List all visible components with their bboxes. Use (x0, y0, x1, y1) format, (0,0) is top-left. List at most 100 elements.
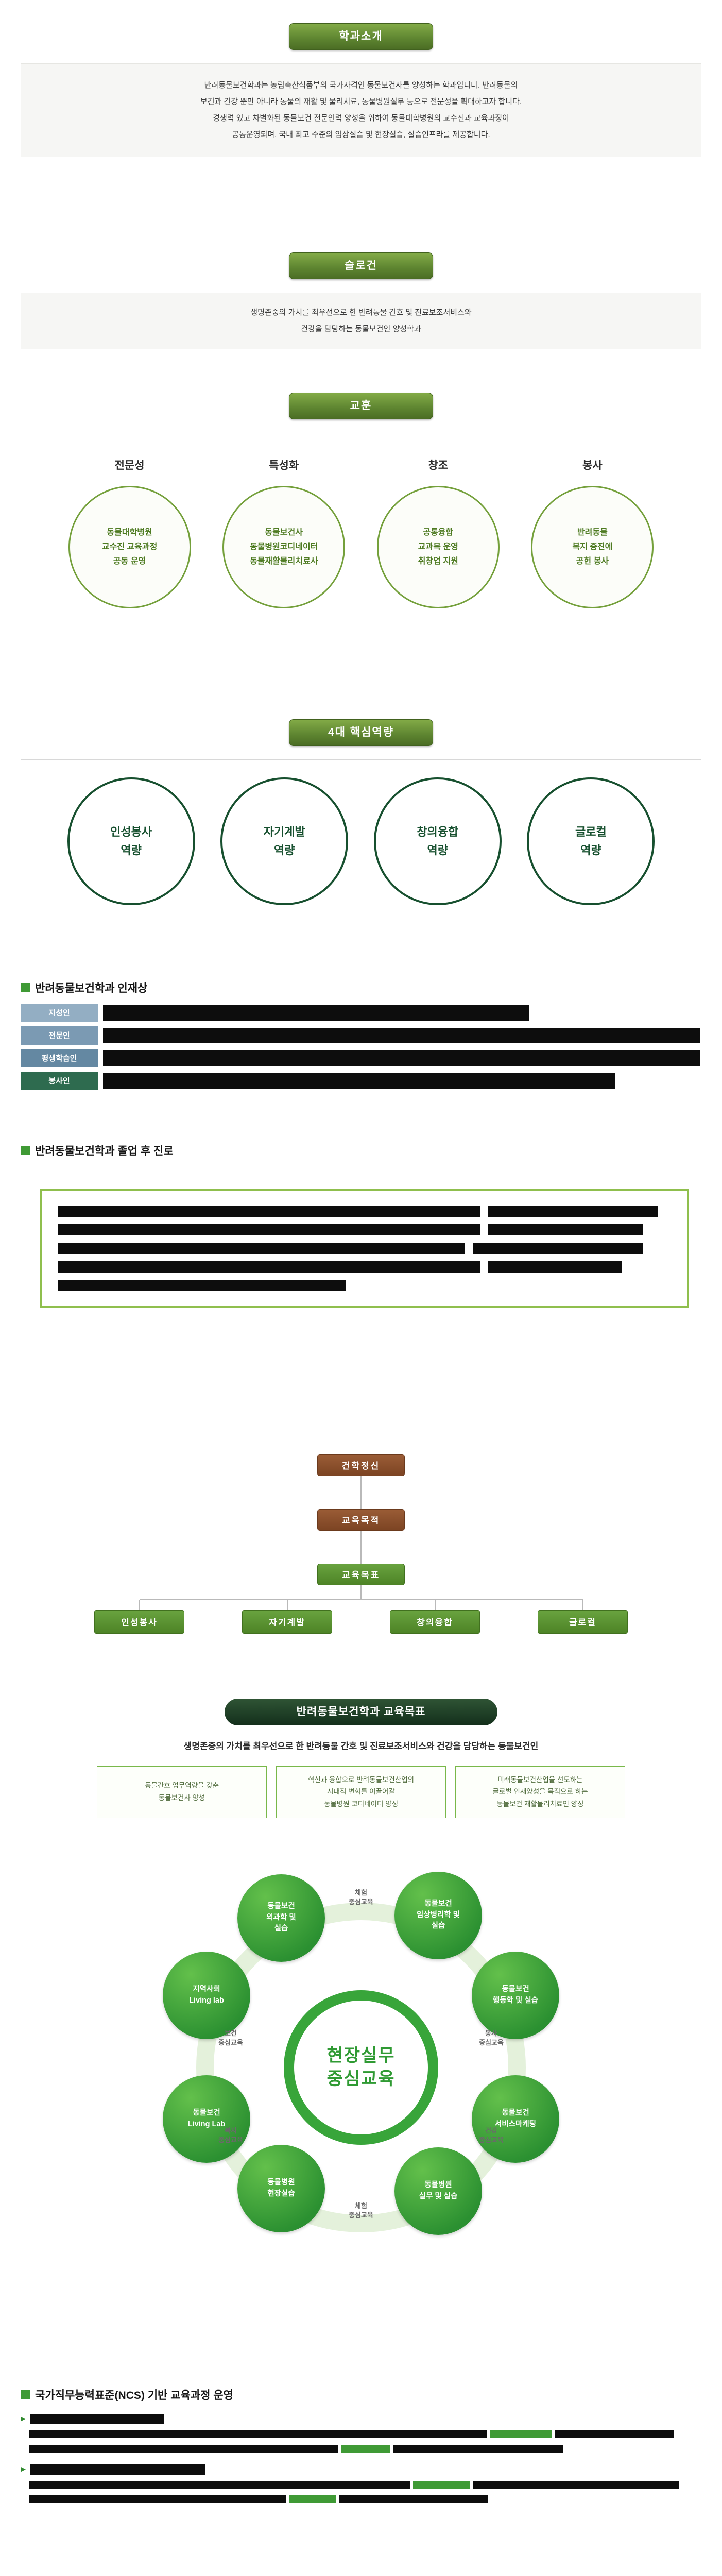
competency-line: 자기계발 (263, 825, 305, 839)
flow-leaf-wrap: 창의융합 (390, 1599, 480, 1634)
redacted-text-bar (103, 1050, 700, 1066)
motto-circle-line: 동물재활물리치료사 (249, 556, 318, 566)
career-text-line (58, 1261, 672, 1273)
motto-title: 전문성 (114, 459, 145, 471)
slogan-text-box: 생명존중의 가치를 최우선으로 한 반려동물 간호 및 진료보조서비스와 건강을… (21, 292, 701, 349)
section-header-competency: 4대 핵심역량 (289, 719, 433, 746)
axis-label-line: 중심교육 (218, 2038, 243, 2046)
bullet-arrow-icon: ▶ (21, 2465, 26, 2473)
motto-circle-line: 동물병원코디네이터 (249, 542, 318, 551)
competency-line: 글로컬 (575, 825, 607, 839)
connector-line (360, 1585, 362, 1599)
satellite-line: 행동학 및 실습 (492, 1996, 539, 2005)
axis-label-line: 체험 (355, 1888, 367, 1896)
satellite-line: 동물보건 (502, 1985, 529, 1993)
competency-circle: 창의융합 역량 (373, 777, 502, 905)
goal-box-line: 동물보건 재활물리치료인 양성 (496, 1800, 584, 1808)
diagram-axis-label-right-lower: 건강 중심교육 (466, 2126, 517, 2144)
satellite-line: 동물보건 (267, 1902, 295, 1910)
flow-node-founding-spirit: 건학정신 (317, 1454, 405, 1476)
diagram-axis-label-right-upper: 봉사 중심교육 (466, 2028, 517, 2047)
competency-line: 역량 (580, 843, 601, 857)
career-box (40, 1189, 689, 1308)
redacted-text-bar (30, 2413, 164, 2424)
flow-leaf-self-development: 자기계발 (242, 1609, 332, 1634)
diagram-axis-label-left-upper: 보건 중심교육 (205, 2028, 256, 2047)
motto-title: 창조 (428, 459, 449, 471)
motto-circle: 공통융합 교과목 운영 취창업 지원 (376, 485, 500, 608)
redacted-text-bar (555, 2430, 674, 2438)
ncs-bullet-row: ▶ (21, 2413, 701, 2424)
competency-line: 창의융합 (417, 825, 459, 839)
motto-circle: 동물보건사 동물병원코디네이터 동물재활물리치료사 (222, 485, 346, 608)
motto-circle-line: 반려동물 (577, 528, 608, 537)
satellite-line: 실무 및 실습 (419, 2192, 458, 2200)
talent-row-label: 평생학습인 (21, 1048, 98, 1067)
redacted-text-bar-highlight (341, 2444, 390, 2453)
section-talent: 반려동물보건학과 인재상 지성인 전문인 평생학습인 봉사인 (21, 980, 701, 1090)
section-header-motto: 교훈 (289, 392, 433, 419)
satellite-line: 외과학 및 (266, 1913, 296, 1922)
motto-box: 전문성 동물대학병원 교수진 교육과정 공동 운영 특성화 동물보건사 동물병원… (21, 432, 701, 646)
redacted-text-bar (58, 1205, 480, 1217)
motto-circle-line: 공동 운영 (113, 556, 146, 566)
talent-table: 지성인 전문인 평생학습인 봉사인 (21, 1003, 701, 1090)
diagram-axis-label-bottom: 체험 중심교육 (335, 2201, 387, 2219)
intro-line: 반려동물보건학과는 농림축산식품부의 국가자격인 동물보건사를 양성하는 학과입… (204, 81, 518, 90)
flow-leaf-glocal: 글로컬 (538, 1609, 628, 1634)
axis-label-line: 중심교육 (349, 2211, 373, 2219)
redacted-text-bar (473, 1242, 643, 1254)
axis-label-line: 체험 (355, 2201, 367, 2210)
talent-row-label: 전문인 (21, 1026, 98, 1045)
axis-label-line: 중심교육 (349, 1897, 373, 1906)
diagram-satellite-surgery: 동물보건 외과학 및 실습 (237, 1874, 325, 1962)
satellite-line: 동물보건 (193, 2108, 220, 2117)
ncs-paragraph-line (29, 2480, 701, 2489)
career-text-line (58, 1242, 672, 1254)
section-bullet-icon (21, 2389, 30, 2399)
satellite-line: Living Lab (187, 2120, 226, 2128)
goal-box-line: 동물간호 업무역량을 갖춘 (144, 1782, 219, 1790)
satellite-line: 지역사회 (193, 1985, 220, 1993)
redacted-text-bar-highlight (289, 2495, 336, 2503)
ncs-title-row: 국가직무능력표준(NCS) 기반 교육과정 운영 (21, 2387, 701, 2402)
competency-circle: 자기계발 역량 (220, 777, 349, 905)
motto-circle-line: 취창업 지원 (418, 556, 458, 566)
flow-leaf-wrap: 자기계발 (242, 1599, 332, 1634)
goal-box-line: 동물병원 코디네이터 양성 (323, 1800, 399, 1808)
axis-label-line: 중심교육 (218, 2136, 243, 2144)
axis-label-line: 중심교육 (479, 2038, 504, 2046)
section-header-intro: 학과소개 (289, 23, 433, 50)
talent-row: 지성인 (21, 1003, 701, 1022)
redacted-text-bar (58, 1261, 480, 1273)
education-goals-slogan: 생명존중의 가치를 최우선으로 한 반려동물 간호 및 진료보조서비스와 건강을… (183, 1741, 539, 1751)
redacted-text-bar (393, 2444, 563, 2453)
diagram-axis-label-top: 체험 중심교육 (335, 1888, 387, 1906)
motto-title: 봉사 (582, 459, 603, 471)
satellite-line: 동물병원 (424, 2180, 452, 2189)
intro-line: 보건과 건강 뿐만 아니라 동물의 재활 및 물리치료, 동물병원실무 등으로 … (200, 97, 522, 106)
talent-row: 전문인 (21, 1026, 701, 1045)
redacted-text-bar (29, 2444, 338, 2453)
section-education-goals: 반려동물보건학과 교육목표 생명존중의 가치를 최우선으로 한 반려동물 간호 … (0, 1698, 722, 1818)
competency-circle: 글로컬 역량 (527, 777, 655, 905)
slogan-line: 건강을 담당하는 동물보건인 양성학과 (301, 324, 421, 333)
connector-line (286, 1599, 288, 1610)
diagram-satellite-hospital-practice: 동물병원 실무 및 실습 (394, 2147, 482, 2235)
motto-circle-line: 동물보건사 (265, 528, 303, 537)
diagram-axis-label-left-lower: 복지 중심교육 (205, 2126, 256, 2144)
competency-line: 인성봉사 (110, 825, 152, 839)
motto-circle-line: 교수진 교육과정 (101, 542, 158, 551)
motto-circle-line: 공통융합 (423, 528, 454, 537)
intro-line: 공동운영되며, 국내 최고 수준의 임상실습 및 현장실습, 실습인프라를 제공… (232, 130, 490, 139)
section-bullet-icon (21, 982, 30, 992)
motto-circle-line: 복지 증진에 (572, 542, 613, 551)
education-goal-box: 미래동물보건산업을 선도하는 글로벌 인재양성을 목적으로 하는 동물보건 재활… (455, 1766, 625, 1818)
redacted-text-bar (58, 1279, 346, 1291)
satellite-line: 동물보건 (424, 1899, 452, 1908)
goal-box-line: 시대적 변화를 이끌어갈 (327, 1788, 395, 1796)
satellite-line: 서비스마케팅 (494, 2120, 537, 2128)
career-text-line (58, 1224, 672, 1235)
motto-column-professionalism: 전문성 동물대학병원 교수진 교육과정 공동 운영 (68, 457, 191, 608)
